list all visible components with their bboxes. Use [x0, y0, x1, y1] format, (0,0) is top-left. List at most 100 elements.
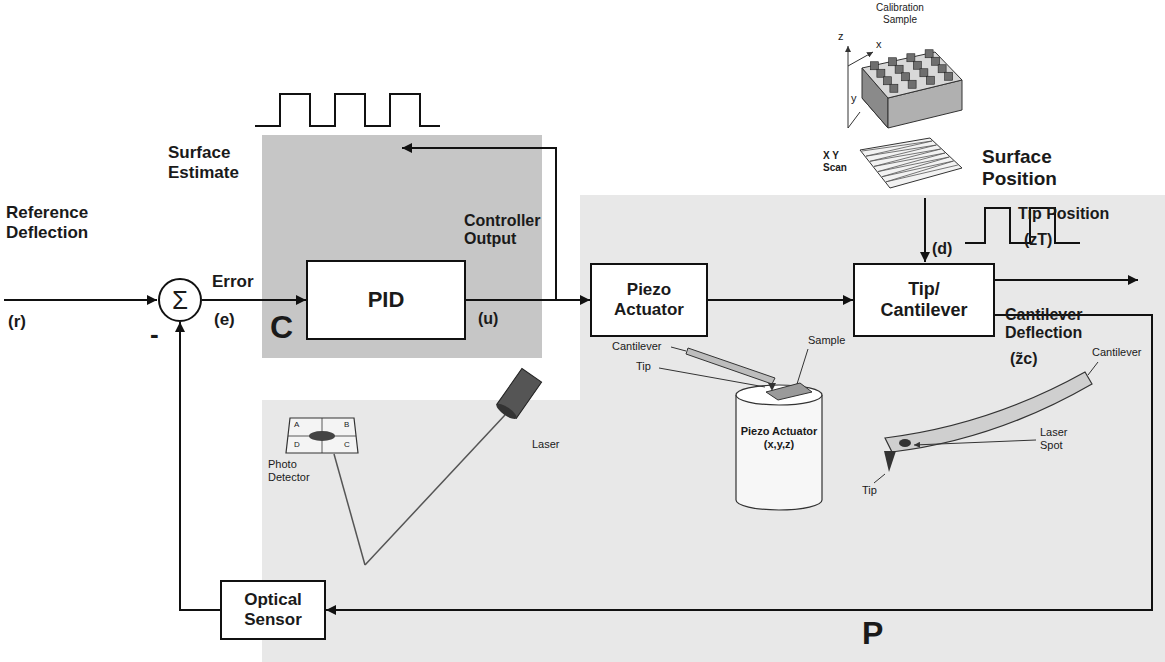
region-outline [262, 195, 1165, 662]
axis-name: y [851, 92, 857, 105]
signal-name: Surface Position [982, 146, 1112, 190]
leader-line [797, 349, 808, 384]
scan-path [862, 141, 958, 182]
region-label: C [270, 311, 293, 343]
pillar [877, 69, 885, 77]
estimate-arrow [402, 148, 556, 300]
scan-plane [860, 138, 962, 188]
pillar [932, 57, 940, 65]
photodetector [286, 418, 358, 453]
piezo-tube [659, 347, 822, 510]
box-label: Piezo Actuator [601, 280, 697, 319]
pillar [925, 50, 933, 58]
part-name: Cantilever [612, 340, 662, 353]
signal-symbol: (e) [214, 310, 235, 330]
sign-mark: - [150, 320, 159, 350]
laser-beam [365, 415, 505, 565]
beam-spot [309, 431, 335, 441]
sample-chip [766, 383, 812, 400]
cantilever-beam [885, 372, 1092, 452]
part-name: Photo Detector [268, 458, 318, 483]
quadrant-letter: B [344, 420, 349, 429]
junction-circle [159, 279, 201, 321]
signal-connector [202, 299, 306, 301]
pillar [920, 69, 928, 77]
optical-lever [286, 368, 542, 565]
signal-name: Surface Estimate [168, 143, 264, 182]
quadrant-letter: A [294, 420, 299, 429]
pillar [883, 77, 891, 85]
part-name: Laser [532, 438, 560, 451]
leader-line [874, 474, 885, 483]
actuator-box: Piezo Actuator [590, 263, 708, 337]
box-label: Optical Sensor [231, 590, 315, 629]
probe-tip [768, 383, 776, 391]
disturbance-arrow [924, 198, 926, 262]
laser-aperture [494, 401, 518, 421]
leader-line [659, 368, 765, 387]
signal-symbol: (d) [932, 240, 952, 258]
signal-connector [180, 322, 220, 610]
part-name: Tip [636, 360, 651, 373]
signal-name: Cantilever Deflection [1005, 306, 1137, 343]
box-label: Σ [172, 287, 188, 313]
axis-name: z [838, 30, 844, 43]
region-fill [262, 195, 1165, 662]
signal-name: Error [212, 272, 254, 292]
pillar [870, 62, 878, 70]
pillar [907, 54, 915, 62]
signal-connector [466, 299, 590, 301]
cantilever-beam [686, 348, 775, 384]
pillar [945, 72, 953, 80]
summing-junction: Σ [158, 278, 202, 322]
sensor-box: Optical Sensor [220, 580, 326, 640]
axis-line [848, 112, 860, 128]
axis-line [848, 52, 873, 66]
pillar [895, 65, 903, 73]
pillar [913, 61, 921, 69]
tube-body [736, 395, 822, 510]
part-name: Laser Spot [1040, 426, 1082, 451]
region-label: P [862, 617, 883, 649]
cantilever-closeup [874, 362, 1098, 483]
part-name: Calibration Sample [860, 2, 940, 25]
cantilever-box: Tip/ Cantilever [853, 263, 995, 337]
sample-pillars [870, 50, 952, 93]
part-name: Tip [862, 484, 877, 497]
laser-spot [899, 439, 911, 447]
sample-top [862, 52, 962, 98]
axis-name: x [876, 38, 882, 51]
scan-lines [862, 141, 958, 182]
axis-line [848, 46, 849, 128]
tip-position-arrow [995, 279, 1138, 281]
signal-name: Controller Output [464, 212, 550, 249]
signal-connector [708, 299, 853, 301]
part-name: Cantilever [1092, 346, 1142, 359]
calibration-sample [848, 46, 962, 188]
laser-source [494, 368, 541, 421]
signal-symbol: (u) [478, 310, 498, 328]
signal-name: Tip Position [1018, 205, 1109, 223]
leader-line [1088, 362, 1098, 375]
box-label: PID [368, 287, 405, 312]
signal-connector [326, 315, 1152, 610]
plant-region: PPiezo ActuatorTip/ CantileverOptical Se… [262, 195, 1165, 662]
pillar [889, 58, 897, 66]
leader-line [914, 440, 1036, 445]
laser-beam [334, 454, 365, 565]
quadrant-letter: D [294, 440, 300, 449]
reference-arrow [4, 299, 157, 301]
square-wave [255, 94, 440, 126]
probe-tip [884, 451, 896, 472]
pillar [926, 76, 934, 84]
part-name: Piezo Actuator (x,y,z) [740, 425, 818, 450]
pillar [908, 80, 916, 88]
part-name: X Y Scan [823, 150, 857, 173]
signal-symbol: (r) [8, 312, 26, 332]
leader-line [671, 347, 686, 351]
signal-name: Reference Deflection [6, 203, 126, 242]
